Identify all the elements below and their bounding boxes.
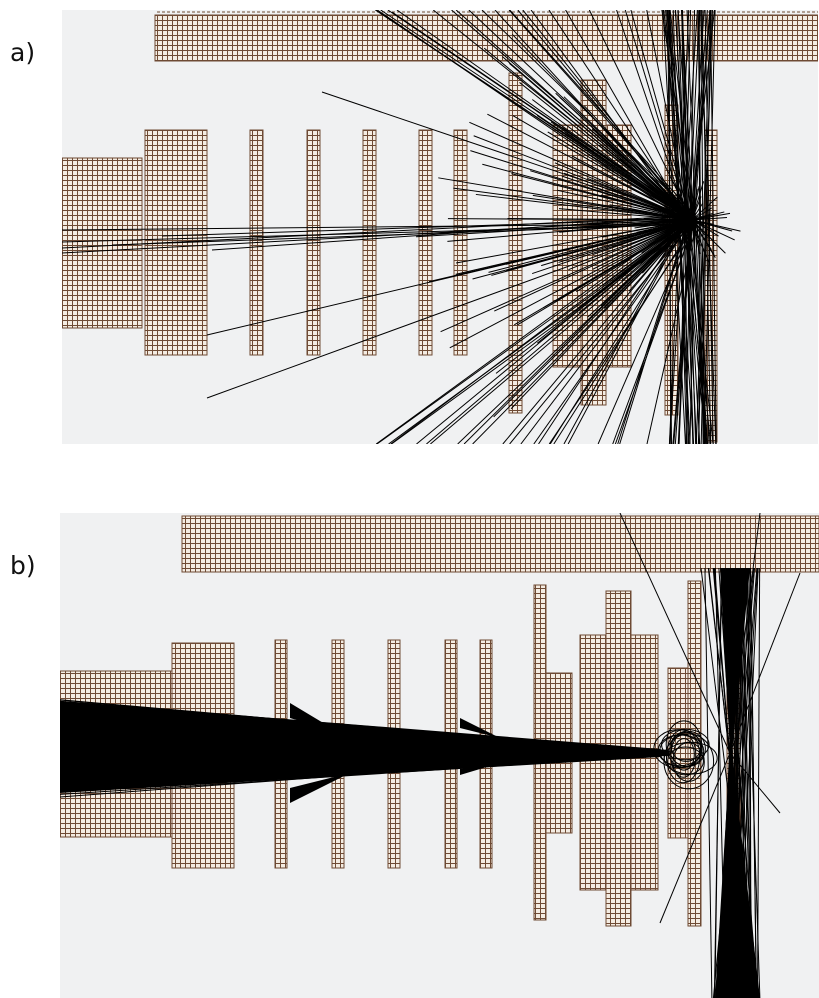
panel-a-plate-tall-1: [508, 72, 523, 414]
simulation-panel-a: [62, 10, 818, 444]
panel-a-trajectories: [62, 10, 741, 444]
panel-a-top-plate: [154, 14, 818, 62]
panel-a-lens-plate-3: [362, 129, 377, 356]
simulation-panel-b: [60, 513, 819, 998]
panel-label-b: b): [10, 551, 36, 580]
panel-a-lens-plate-4: [418, 129, 433, 356]
panel-a-source-block: [62, 157, 143, 329]
panel-label-a: a): [10, 38, 36, 67]
panel-b-trajectories: [60, 513, 801, 998]
panel-b-top-plate: [181, 515, 819, 573]
panel-a-lens-plate-5: [453, 129, 468, 356]
